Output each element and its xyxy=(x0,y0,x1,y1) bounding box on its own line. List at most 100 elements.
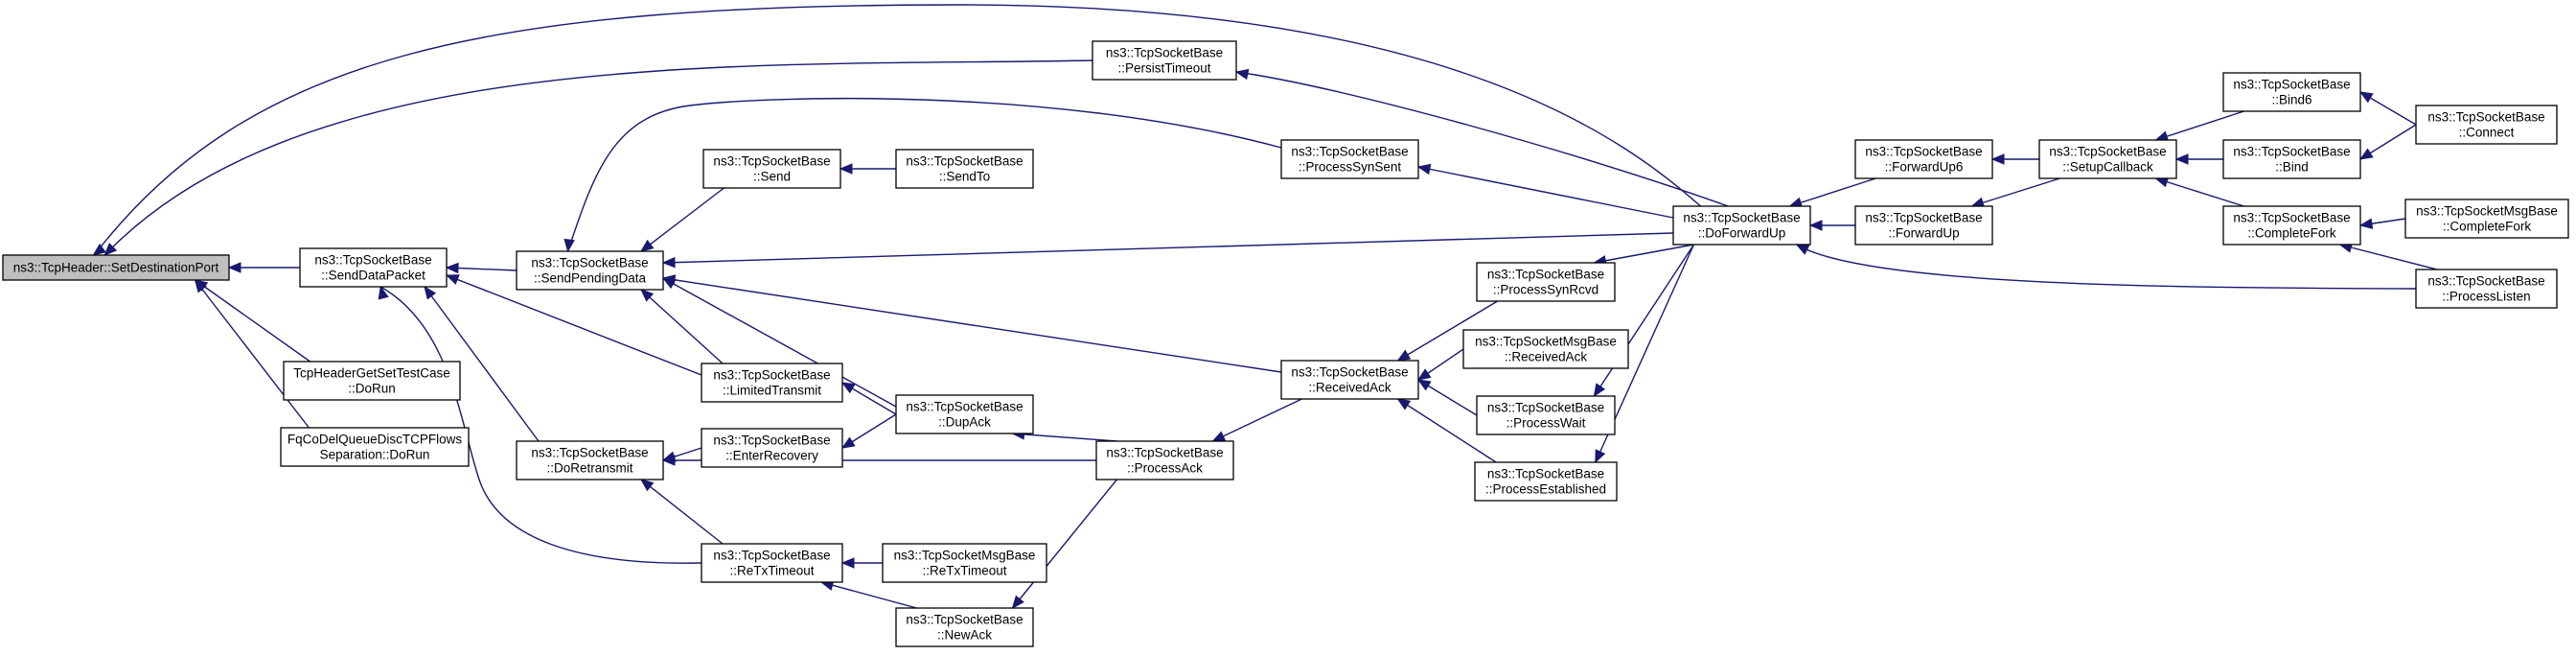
arrowhead xyxy=(2174,153,2189,165)
node-box xyxy=(2415,105,2558,145)
edge-arrow xyxy=(1795,244,2417,290)
graph-node[interactable]: ns3::TcpSocketBase::SetupCallback xyxy=(2038,139,2177,179)
edge-line xyxy=(195,279,311,363)
node-label: ns3::TcpSocketBase xyxy=(713,549,830,563)
graph-node[interactable]: ns3::TcpSocketBase::DoRetransmit xyxy=(516,440,664,480)
node-box xyxy=(283,361,461,401)
node-label: ns3::TcpSocketBase xyxy=(2233,145,2350,159)
arrowhead xyxy=(2358,148,2374,160)
graph-node[interactable]: ns3::TcpSocketBase::ForwardUp6 xyxy=(1854,139,1993,179)
graph-node[interactable]: ns3::TcpSocketBase::Bind xyxy=(2222,139,2361,179)
graph-node[interactable]: ns3::TcpSocketBase::ReTxTimeout xyxy=(701,543,843,583)
arrowhead xyxy=(1396,398,1412,410)
edge-line xyxy=(1593,244,1695,397)
node-label: ns3::TcpSocketBase xyxy=(713,154,830,169)
graph-node[interactable]: ns3::TcpSocketMsgBase::ReTxTimeout xyxy=(882,543,1047,583)
node-label: ::SendTo xyxy=(939,170,990,184)
node-box xyxy=(895,394,1034,434)
graph-node[interactable]: ns3::TcpSocketBase::NewAck xyxy=(895,607,1034,647)
node-label: ::ProcessWait xyxy=(1506,416,1586,431)
arrowhead xyxy=(840,557,855,569)
graph-node[interactable]: ns3::TcpSocketBase::Send xyxy=(702,149,841,189)
graph-node[interactable]: ns3::TcpSocketBase::CompleteFork xyxy=(2222,205,2361,246)
edge-arrow xyxy=(1593,244,1695,398)
graph-node[interactable]: ns3::TcpSocketBase::EnterRecovery xyxy=(701,428,843,468)
edge-line xyxy=(1012,479,1117,609)
edge-line xyxy=(1397,398,1497,463)
node-box xyxy=(2,254,230,281)
edge-arrow xyxy=(640,479,724,545)
arrowhead xyxy=(1795,244,1810,255)
node-label: ::ReTxTimeout xyxy=(729,564,814,578)
edge-arrow xyxy=(661,274,1282,373)
arrowhead xyxy=(640,289,655,302)
arrowhead xyxy=(1234,68,1250,81)
edge-arrow xyxy=(445,274,702,376)
node-label: ::SendDataPacket xyxy=(321,269,426,283)
graph-node[interactable]: ns3::TcpSocketBase::SendDataPacket xyxy=(299,247,448,288)
node-label: ns3::TcpSocketBase xyxy=(1865,211,1982,225)
edge-arrow xyxy=(194,279,311,363)
arrowhead xyxy=(227,262,242,273)
node-label: ::Connect xyxy=(2459,126,2515,140)
edge-line xyxy=(820,581,917,609)
node-label: ::ForwardUp6 xyxy=(1885,160,1964,175)
edge-line xyxy=(640,479,724,545)
graph-node[interactable]: ns3::TcpSocketBase::PersistTimeout xyxy=(1092,40,1237,81)
node-box xyxy=(701,543,843,583)
node-label: ::CompleteFork xyxy=(2247,226,2336,241)
node-box xyxy=(1476,262,1616,302)
arrowhead xyxy=(424,285,437,300)
graph-node[interactable]: ns3::TcpSocketBase::ProcessWait xyxy=(1476,395,1616,435)
node-box xyxy=(2222,139,2361,179)
node-label: ns3::TcpSocketBase xyxy=(713,433,830,448)
edge-line xyxy=(195,279,310,429)
graph-node[interactable]: ns3::TcpSocketBase::DupAck xyxy=(895,394,1034,434)
node-label: ::Bind xyxy=(2275,160,2309,175)
edge-arrow xyxy=(1416,379,1478,416)
node-label: ns3::TcpSocketBase xyxy=(1291,365,1408,380)
arrowhead xyxy=(104,243,118,256)
graph-node[interactable]: ns3::TcpSocketBase::ProcessSynSent xyxy=(1280,139,1419,179)
graph-node[interactable]: ns3::TcpSocketBase::ProcessListen xyxy=(2415,269,2558,309)
node-label: ns3::TcpSocketBase xyxy=(1487,268,1604,282)
graph-node[interactable]: ns3::TcpSocketBase::ReceivedAck xyxy=(1280,360,1419,400)
edge-line xyxy=(1971,177,2060,207)
node-label: ::PersistTimeout xyxy=(1117,61,1210,76)
edge-arrow xyxy=(564,97,1282,253)
graph-node[interactable]: ns3::TcpSocketBase::ForwardUp xyxy=(1854,205,1993,246)
graph-node[interactable]: ns3::TcpSocketBase::DoForwardUp xyxy=(1672,205,1811,246)
edge-line xyxy=(1012,433,1117,442)
node-label: ::DupAck xyxy=(938,415,991,430)
node-label: ::ProcessSynSent xyxy=(1299,160,1402,175)
node-label: ns3::TcpSocketBase xyxy=(906,154,1023,169)
graph-node[interactable]: TcpHeaderGetSetTestCase::DoRun xyxy=(283,361,461,401)
edge-arrow xyxy=(1396,398,1497,463)
edge-arrow xyxy=(640,187,724,252)
node-box xyxy=(1092,40,1237,81)
arrowhead xyxy=(640,239,655,252)
graph-node[interactable]: ns3::TcpSocketBase::Connect xyxy=(2415,105,2558,145)
node-box xyxy=(1672,205,1811,246)
node-label: Separation::DoRun xyxy=(320,448,430,462)
graph-node[interactable]: ns3::TcpSocketMsgBase::ReceivedAck xyxy=(1462,329,1629,369)
graph-node[interactable]: ns3::TcpSocketBase::ProcessEstablished xyxy=(1474,461,1618,502)
graph-node[interactable]: ns3::TcpSocketMsgBase::CompleteFork xyxy=(2404,199,2569,239)
arrowhead xyxy=(445,262,459,274)
graph-node[interactable]: FqCoDelQueueDiscTCPFlowsSeparation::DoRu… xyxy=(280,427,470,467)
node-label: ns3::TcpSocketBase xyxy=(2233,78,2350,92)
arrowhead xyxy=(661,455,676,466)
edge-arrow xyxy=(1396,300,1498,362)
arrowhead xyxy=(1990,153,2005,165)
graph-node[interactable]: ns3::TcpSocketBase::SendPendingData xyxy=(516,250,664,291)
graph-node[interactable]: ns3::TcpSocketBase::SendTo xyxy=(895,149,1034,189)
graph-node[interactable]: ns3::TcpSocketBase::ProcessSynRcvd xyxy=(1476,262,1616,302)
graph-node[interactable]: ns3::TcpSocketBase::LimitedTransmit xyxy=(701,363,843,403)
node-box xyxy=(882,543,1047,583)
graph-node[interactable]: ns3::TcpSocketBase::Bind6 xyxy=(2222,72,2361,112)
arrowhead xyxy=(92,243,106,256)
graph-node[interactable]: ns3::TcpSocketBase::ProcessAck xyxy=(1095,440,1234,480)
node-box xyxy=(701,428,843,468)
arrowhead xyxy=(1808,220,1823,231)
edge-line xyxy=(1397,300,1498,362)
